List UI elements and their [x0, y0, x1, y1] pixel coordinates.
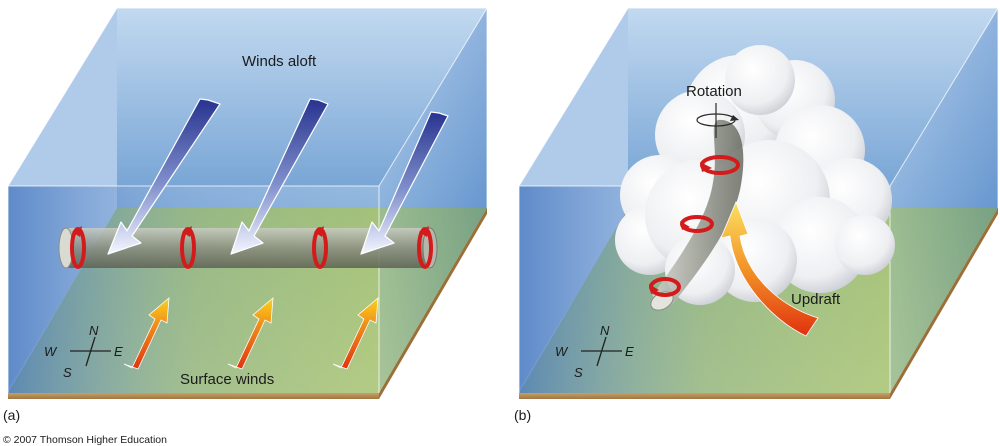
compass-b: N S E W [555, 323, 634, 380]
copyright-text: © 2007 Thomson Higher Education [3, 434, 167, 446]
updraft-label: Updraft [791, 291, 841, 308]
compass-north: N [600, 323, 610, 338]
soil-side [379, 208, 487, 399]
rotation-ring [649, 277, 681, 297]
panel-a: N S E W Winds aloft Surface winds (a) [3, 7, 488, 423]
compass-south: S [63, 365, 72, 380]
panel-b-label: (b) [514, 407, 531, 423]
rotation-ring [70, 226, 86, 269]
surface-wind-arrow [332, 297, 379, 370]
glass-front [8, 186, 379, 393]
surface-wind-arrows [123, 297, 379, 370]
surface-wind-arrow [227, 297, 274, 370]
cumulus-cloud [615, 45, 895, 305]
updraft-arrow [720, 200, 819, 337]
rotation-rings-b [649, 155, 740, 297]
compass-north: N [89, 323, 99, 338]
compass-west: W [44, 344, 58, 359]
compass-south: S [574, 365, 583, 380]
glass-right [890, 8, 998, 393]
rotation-ring [180, 226, 196, 269]
wind-aloft-arrow [230, 98, 329, 255]
box-edges [518, 7, 999, 393]
rotation-rings-a [70, 226, 433, 269]
soil-front [519, 393, 890, 399]
wind-aloft-arrow [360, 111, 449, 255]
compass-west: W [555, 344, 569, 359]
rotation-ring [417, 226, 433, 269]
compass-a: N S E W [44, 323, 123, 380]
compass-east: E [114, 344, 123, 359]
rotation-label: Rotation [686, 83, 742, 100]
panel-b: N S E W Rotation Updraft (b) [514, 7, 999, 423]
winds-aloft-arrows [107, 98, 449, 255]
compass-east: E [625, 344, 634, 359]
wind-aloft-arrow [107, 98, 221, 255]
winds-aloft-label: Winds aloft [242, 53, 317, 70]
glass-right [379, 8, 487, 393]
soil-side [890, 208, 998, 399]
rotation-ring [312, 226, 328, 269]
rotation-ring [680, 215, 714, 233]
surface-winds-label: Surface winds [180, 371, 274, 388]
panel-a-label: (a) [3, 407, 20, 423]
surface-wind-arrow [123, 297, 170, 370]
rotation-ring [700, 155, 740, 175]
soil-front [8, 393, 379, 399]
rotation-icon [696, 103, 739, 138]
box-edges [7, 7, 488, 393]
